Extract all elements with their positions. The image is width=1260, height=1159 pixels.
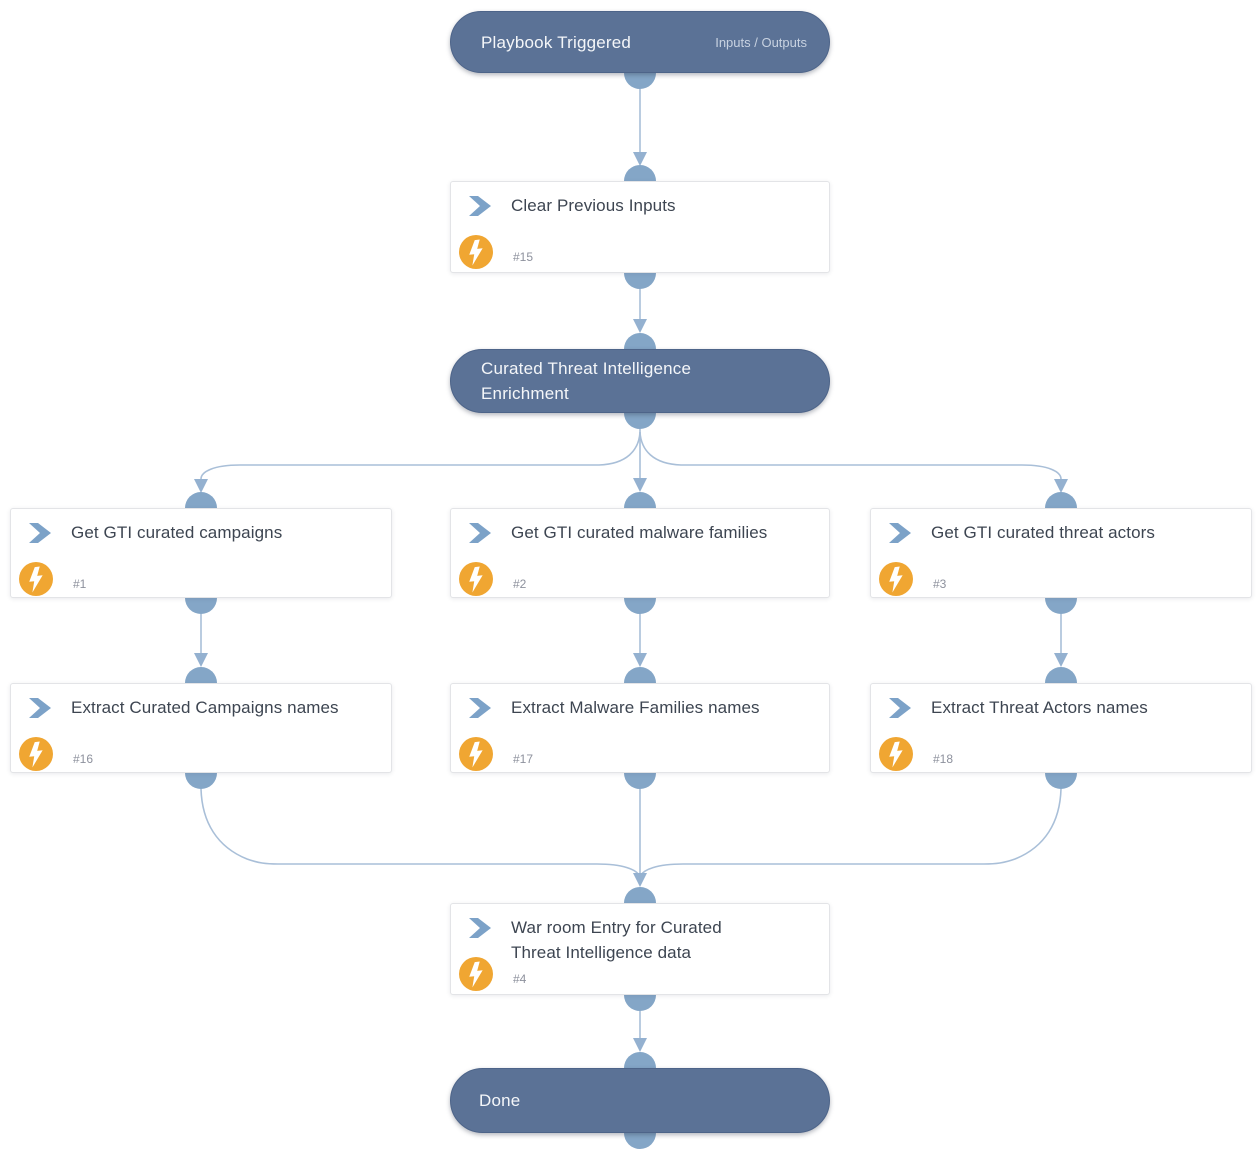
lightning-bolt-icon bbox=[19, 562, 53, 596]
arrowhead bbox=[1054, 479, 1068, 493]
action-title: Get GTI curated campaigns bbox=[71, 523, 283, 542]
lightning-bolt-icon bbox=[459, 562, 493, 596]
arrowhead bbox=[633, 653, 647, 667]
arrowhead bbox=[194, 653, 208, 667]
action-number: #18 bbox=[933, 752, 954, 766]
end-node-done[interactable]: Done bbox=[450, 1068, 830, 1133]
chevron-right-icon bbox=[888, 698, 911, 718]
action-node-war-room-entry[interactable]: War room Entry for Curated Threat Intell… bbox=[450, 903, 830, 995]
chevron-right-icon bbox=[468, 523, 491, 543]
trigger-title: Playbook Triggered bbox=[481, 32, 632, 52]
lightning-bolt-icon bbox=[19, 737, 53, 771]
action-title: Extract Malware Families names bbox=[511, 698, 760, 717]
lightning-bolt-icon bbox=[879, 737, 913, 771]
action-title: War room Entry for Curated Threat Intell… bbox=[511, 918, 722, 962]
action-title: Get GTI curated threat actors bbox=[931, 523, 1155, 542]
inputs-outputs-link[interactable]: Inputs / Outputs bbox=[715, 34, 807, 50]
chevron-right-icon bbox=[468, 698, 491, 718]
action-number: #3 bbox=[933, 577, 947, 591]
connector-branch-left bbox=[200, 431, 641, 480]
block-title: Curated Threat Intelligence Enrichment bbox=[481, 359, 692, 403]
action-title: Get GTI curated malware families bbox=[511, 523, 768, 542]
action-node-get-gti-curated-malware-families[interactable]: Get GTI curated malware families #2 bbox=[450, 508, 830, 598]
arrowhead bbox=[194, 479, 208, 493]
chevron-right-icon bbox=[28, 698, 51, 718]
chevron-right-icon bbox=[28, 523, 51, 543]
chevron-right-icon bbox=[888, 523, 911, 543]
connector-merge-right bbox=[640, 788, 1062, 876]
arrowhead bbox=[633, 478, 647, 492]
action-node-clear-previous-inputs[interactable]: Clear Previous Inputs #15 bbox=[450, 181, 830, 273]
block-node-curated-threat-intelligence-enrichment[interactable]: Curated Threat Intelligence Enrichment bbox=[450, 349, 830, 413]
action-number: #1 bbox=[73, 577, 87, 591]
chevron-right-icon bbox=[468, 196, 491, 216]
action-node-get-gti-curated-campaigns[interactable]: Get GTI curated campaigns #1 bbox=[10, 508, 392, 598]
arrowhead bbox=[633, 873, 647, 887]
action-number: #17 bbox=[513, 752, 534, 766]
action-node-get-gti-curated-threat-actors[interactable]: Get GTI curated threat actors #3 bbox=[870, 508, 1252, 598]
arrowhead bbox=[633, 1038, 647, 1052]
lightning-bolt-icon bbox=[879, 562, 913, 596]
arrowhead bbox=[633, 152, 647, 166]
action-node-extract-threat-actors-names[interactable]: Extract Threat Actors names #18 bbox=[870, 683, 1252, 773]
action-title: Extract Curated Campaigns names bbox=[71, 698, 339, 717]
lightning-bolt-icon bbox=[459, 737, 493, 771]
trigger-node-playbook-triggered[interactable]: Playbook Triggered Inputs / Outputs bbox=[450, 11, 830, 73]
arrowhead bbox=[1054, 653, 1068, 667]
action-node-extract-curated-campaigns-names[interactable]: Extract Curated Campaigns names #16 bbox=[10, 683, 392, 773]
lightning-bolt-icon bbox=[459, 235, 493, 269]
lightning-bolt-icon bbox=[459, 957, 493, 991]
action-number: #15 bbox=[513, 250, 534, 264]
action-number: #16 bbox=[73, 752, 94, 766]
action-number: #4 bbox=[513, 972, 527, 986]
connector-branch-right bbox=[639, 431, 1062, 480]
arrowhead bbox=[633, 319, 647, 333]
action-node-extract-malware-families-names[interactable]: Extract Malware Families names #17 bbox=[450, 683, 830, 773]
connector-merge-left bbox=[200, 788, 640, 876]
end-title: Done bbox=[479, 1091, 521, 1110]
action-number: #2 bbox=[513, 577, 527, 591]
action-title: Clear Previous Inputs bbox=[511, 196, 676, 215]
chevron-right-icon bbox=[468, 918, 491, 938]
action-title: Extract Threat Actors names bbox=[931, 698, 1148, 717]
